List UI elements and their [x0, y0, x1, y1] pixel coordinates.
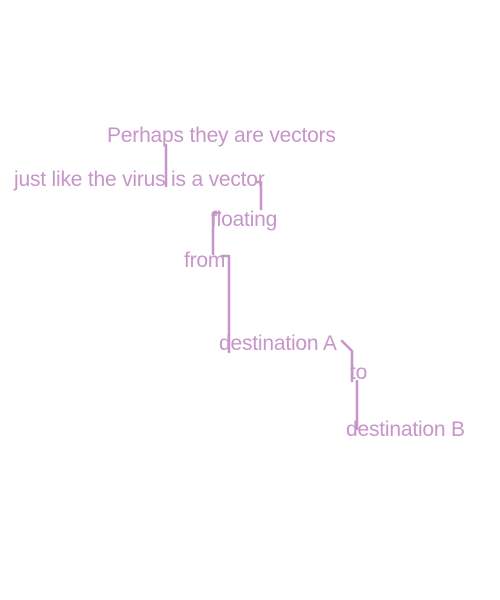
poem-line-perhaps: Perhaps they are vectors: [107, 124, 336, 147]
connector-from-to-destination-a: [220, 254, 231, 354]
connector-vector-to-floating: [254, 180, 263, 211]
poem-line-destination-a: destination A: [219, 332, 337, 355]
poem-line-floating: floating: [211, 208, 278, 231]
poem-line-from: from: [184, 249, 226, 272]
poem-line-destination-b: destination B: [346, 418, 465, 441]
connector-destination-a-to-to: [340, 339, 354, 383]
poem-line-virus: just like the virus is a vector: [14, 168, 265, 191]
poem-line-to: to: [350, 361, 368, 384]
connector-floating-to-from: [211, 211, 222, 256]
